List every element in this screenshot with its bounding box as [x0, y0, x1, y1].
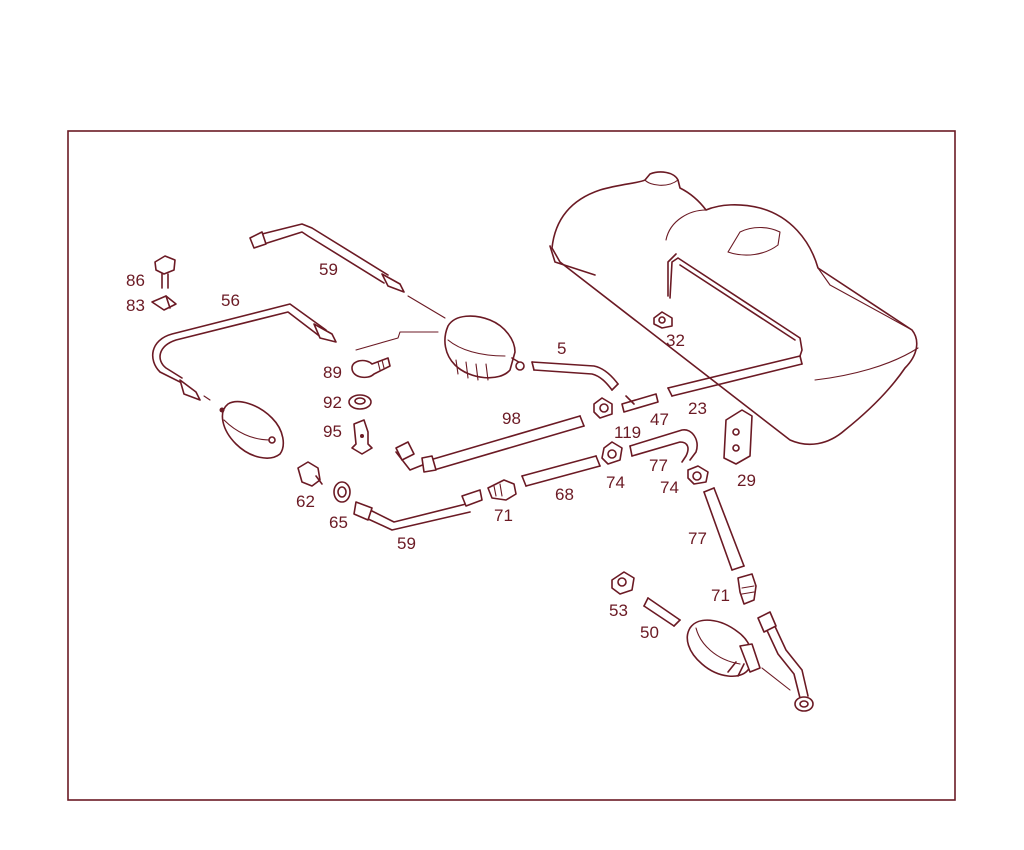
part-53-clamp — [611, 571, 635, 595]
part-77-elbow-hose — [629, 429, 698, 463]
label-95: 95 — [323, 422, 342, 441]
part-77-straight-hose — [703, 487, 745, 571]
part-59-lower-line — [353, 489, 483, 531]
part-95-banjo-bolt — [351, 419, 373, 455]
label-65: 65 — [329, 513, 348, 532]
label-119: 119 — [614, 423, 641, 442]
part-56-line — [151, 303, 337, 401]
part-32-clip — [653, 311, 673, 329]
part-83-clip — [151, 295, 177, 311]
label-92: 92 — [323, 393, 342, 412]
part-74-clamp-b — [687, 465, 709, 485]
label-86: 86 — [126, 271, 145, 290]
part-23-tube — [667, 355, 803, 397]
fuel-tank — [549, 171, 919, 446]
label-59-lower: 59 — [397, 534, 416, 553]
part-71-fitting — [487, 479, 517, 501]
part-86-bolt — [154, 255, 176, 289]
label-74-b: 74 — [660, 478, 679, 497]
label-47: 47 — [650, 410, 669, 429]
part-71-fitting-right — [737, 573, 757, 605]
label-77-straight: 77 — [688, 529, 707, 548]
part-98-line — [395, 415, 585, 473]
part-59-upper-line — [249, 223, 446, 319]
part-65-washer — [333, 481, 351, 503]
label-98: 98 — [502, 409, 521, 428]
label-62: 62 — [296, 492, 315, 511]
label-71-mid: 71 — [494, 506, 513, 525]
lower-fuel-filter — [203, 395, 285, 459]
part-62-union — [297, 461, 323, 487]
part-92-washer — [348, 394, 372, 410]
part-89-banjo-fitting — [351, 357, 391, 379]
part-47-connector — [621, 393, 659, 413]
label-77-elbow: 77 — [649, 456, 668, 475]
label-71-right: 71 — [711, 586, 730, 605]
label-5: 5 — [557, 339, 566, 358]
label-89: 89 — [323, 363, 342, 382]
label-32: 32 — [666, 331, 685, 350]
part-5-hose — [531, 361, 619, 391]
label-53: 53 — [609, 601, 628, 620]
label-56: 56 — [221, 291, 240, 310]
fuel-pump — [686, 619, 791, 691]
pump-outlet-line — [757, 611, 814, 712]
part-119-clamp — [593, 397, 613, 419]
part-68-hose — [521, 455, 601, 487]
label-68: 68 — [555, 485, 574, 504]
upper-fuel-filter — [355, 315, 525, 381]
label-83: 83 — [126, 296, 145, 315]
label-23: 23 — [688, 399, 707, 418]
part-74-clamp-a — [601, 441, 623, 465]
label-50: 50 — [640, 623, 659, 642]
part-50-hose — [643, 597, 681, 627]
diagram-frame — [67, 130, 956, 801]
label-59-upper: 59 — [319, 260, 338, 279]
label-29: 29 — [737, 471, 756, 490]
label-74-a: 74 — [606, 473, 625, 492]
part-29-rubber-mount — [723, 409, 753, 465]
